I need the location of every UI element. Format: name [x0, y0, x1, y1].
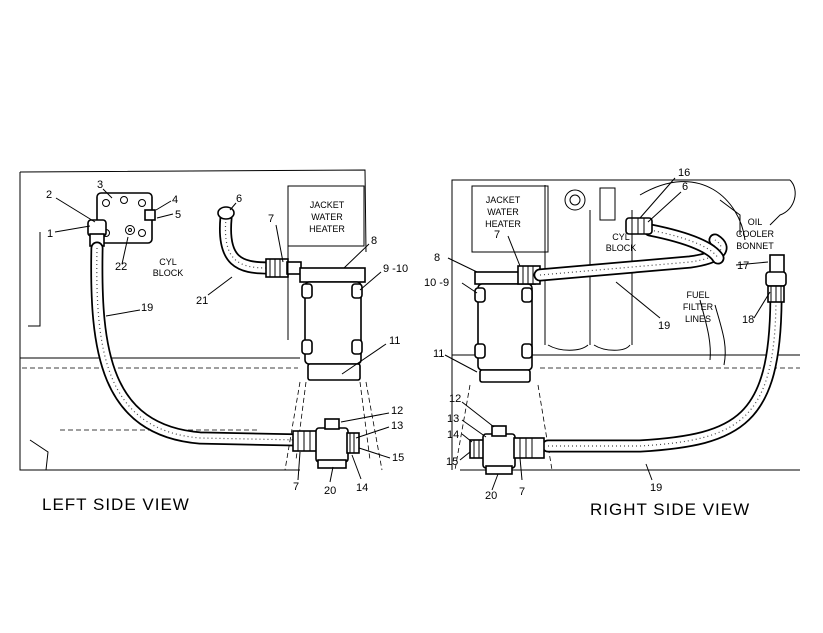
left-callout-22: 22 — [115, 261, 127, 273]
left-callout-7-upper: 7 — [268, 213, 274, 225]
left-heater-label: JACKET WATER HEATER — [309, 200, 345, 234]
left-cyl-block-label: CYL BLOCK — [153, 257, 184, 278]
left-heater-label-line1: JACKET — [310, 200, 345, 210]
left-callout-20: 20 — [324, 485, 336, 497]
right-fuel-label-line2: FILTER — [683, 302, 714, 312]
left-callout-9-10: 9 -10 — [383, 263, 408, 275]
right-leader-lines — [444, 177, 771, 491]
left-view-title: LEFT SIDE VIEW — [42, 495, 190, 514]
left-side-view: JACKET WATER HEATER CYL BLOCK — [19, 169, 408, 514]
left-jacket-water-heater — [299, 267, 366, 381]
left-cyl-label-line1: CYL — [159, 257, 177, 267]
left-callout-8: 8 — [371, 235, 377, 247]
right-engine-outline — [451, 179, 790, 470]
left-heater-enclosure — [287, 185, 365, 247]
right-cyl-label-line1: CYL — [612, 232, 630, 242]
right-oil-cooler-label: OIL COOLER BONNET — [736, 217, 775, 251]
right-callout-16: 16 — [678, 167, 690, 179]
left-valve-assembly — [292, 418, 360, 469]
left-fitting-7-upper — [265, 258, 302, 278]
right-view-title: RIGHT SIDE VIEW — [590, 500, 750, 519]
left-callout-6: 6 — [236, 193, 242, 205]
left-callouts: 2 1 3 4 5 22 6 7 8 9 -10 11 12 13 15 14 … — [46, 179, 408, 497]
left-callout-14: 14 — [356, 482, 368, 494]
right-oil-label-line1: OIL — [748, 217, 763, 227]
left-callout-2: 2 — [46, 189, 52, 201]
left-callout-7-lower: 7 — [293, 481, 299, 493]
right-oil-label-line2: COOLER — [736, 229, 775, 239]
right-cyl-block-label: CYL BLOCK — [606, 232, 637, 253]
right-cyl-label-line2: BLOCK — [606, 243, 637, 253]
right-callout-13: 13 — [447, 413, 459, 425]
left-cyl-plate — [96, 192, 156, 244]
right-fuel-label-line1: FUEL — [686, 290, 709, 300]
right-hose-16 — [625, 217, 725, 265]
left-callout-1: 1 — [47, 228, 53, 240]
left-callout-13: 13 — [391, 420, 403, 432]
right-fuel-label-line3: LINES — [685, 314, 711, 324]
right-callout-6: 6 — [682, 181, 688, 193]
right-heater-label-line3: HEATER — [485, 219, 521, 229]
right-callout-12: 12 — [449, 393, 461, 405]
right-fuel-filter-label: FUEL FILTER LINES — [683, 290, 714, 324]
left-heater-label-line2: WATER — [311, 212, 343, 222]
right-callout-11: 11 — [433, 348, 444, 360]
right-callout-18: 18 — [742, 314, 754, 326]
left-cyl-label-line2: BLOCK — [153, 268, 184, 278]
left-callout-21: 21 — [196, 295, 208, 307]
left-hose-21 — [217, 206, 275, 275]
left-callout-11: 11 — [389, 335, 400, 347]
right-jacket-water-heater — [474, 271, 536, 383]
left-engine-outline — [19, 172, 300, 471]
right-callout-15: 15 — [446, 456, 458, 468]
right-callout-8: 8 — [434, 252, 440, 264]
right-callouts: 8 10 -9 7 11 12 13 14 15 20 7 16 6 17 18… — [424, 167, 754, 502]
right-callout-19-lower: 19 — [650, 482, 662, 494]
left-leader-lines — [54, 188, 391, 483]
left-heater-label-line3: HEATER — [309, 224, 345, 234]
right-heater-enclosure — [471, 185, 549, 253]
left-callout-4: 4 — [172, 194, 178, 206]
right-callout-7-upper: 7 — [494, 229, 500, 241]
left-callout-19: 19 — [141, 302, 153, 314]
right-hose-19 — [541, 293, 783, 453]
right-callout-7-lower: 7 — [519, 486, 525, 498]
left-callout-15: 15 — [392, 452, 404, 464]
left-callout-3: 3 — [97, 179, 103, 191]
left-callout-5: 5 — [175, 209, 181, 221]
left-callout-12: 12 — [391, 405, 403, 417]
right-callout-19-upper: 19 — [658, 320, 670, 332]
right-callout-20: 20 — [485, 490, 497, 502]
right-bonnet-fitting — [765, 254, 787, 303]
right-heater-label: JACKET WATER HEATER — [485, 195, 521, 229]
right-heater-label-line2: WATER — [487, 207, 519, 217]
left-elbow-fitting — [87, 219, 107, 247]
left-hose-19 — [90, 241, 307, 447]
right-valve-assembly — [469, 425, 545, 475]
right-callout-14: 14 — [447, 429, 459, 441]
right-callout-17: 17 — [737, 260, 749, 272]
right-heater-label-line1: JACKET — [486, 195, 521, 205]
right-callout-10-9: 10 -9 — [424, 277, 449, 289]
right-side-view: JACKET WATER HEATER CYL BLOCK OIL COOLER… — [424, 167, 800, 519]
right-oil-label-line3: BONNET — [736, 241, 774, 251]
